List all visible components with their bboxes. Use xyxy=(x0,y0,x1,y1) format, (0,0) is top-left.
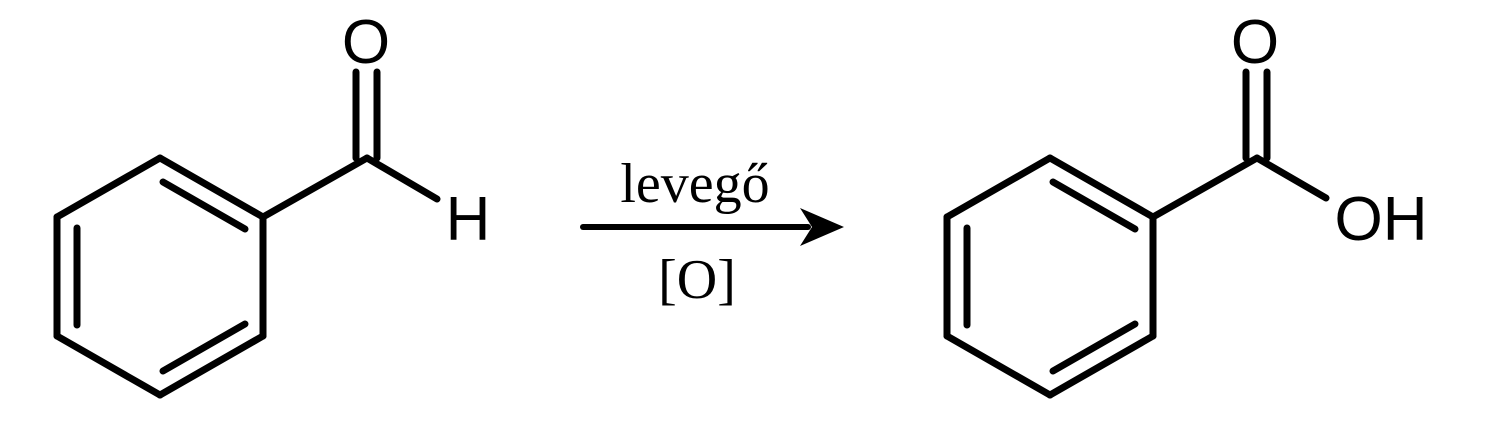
c-oh-bond xyxy=(1253,154,1330,202)
arrow-head xyxy=(800,208,844,246)
aldehyde-hydrogen-label: H xyxy=(446,185,491,254)
ring-to-carbonyl-bond xyxy=(259,154,371,221)
reaction-arrow xyxy=(580,208,844,246)
benzoic-acid-structure: O OH xyxy=(943,8,1428,399)
aldehyde-oxygen-label: O xyxy=(342,8,390,77)
benzaldehyde-structure: O H xyxy=(53,8,491,399)
hydroxyl-label: OH xyxy=(1335,185,1428,254)
oxidant-label: [O] xyxy=(658,249,736,311)
benzene-ring xyxy=(53,154,267,399)
c-h-bond xyxy=(363,154,441,203)
reagent-label: levegő xyxy=(620,153,769,215)
benzene-ring xyxy=(943,154,1157,399)
carboxyl-oxygen-label: O xyxy=(1231,8,1279,77)
ring-to-carboxyl-bond xyxy=(1149,154,1261,221)
